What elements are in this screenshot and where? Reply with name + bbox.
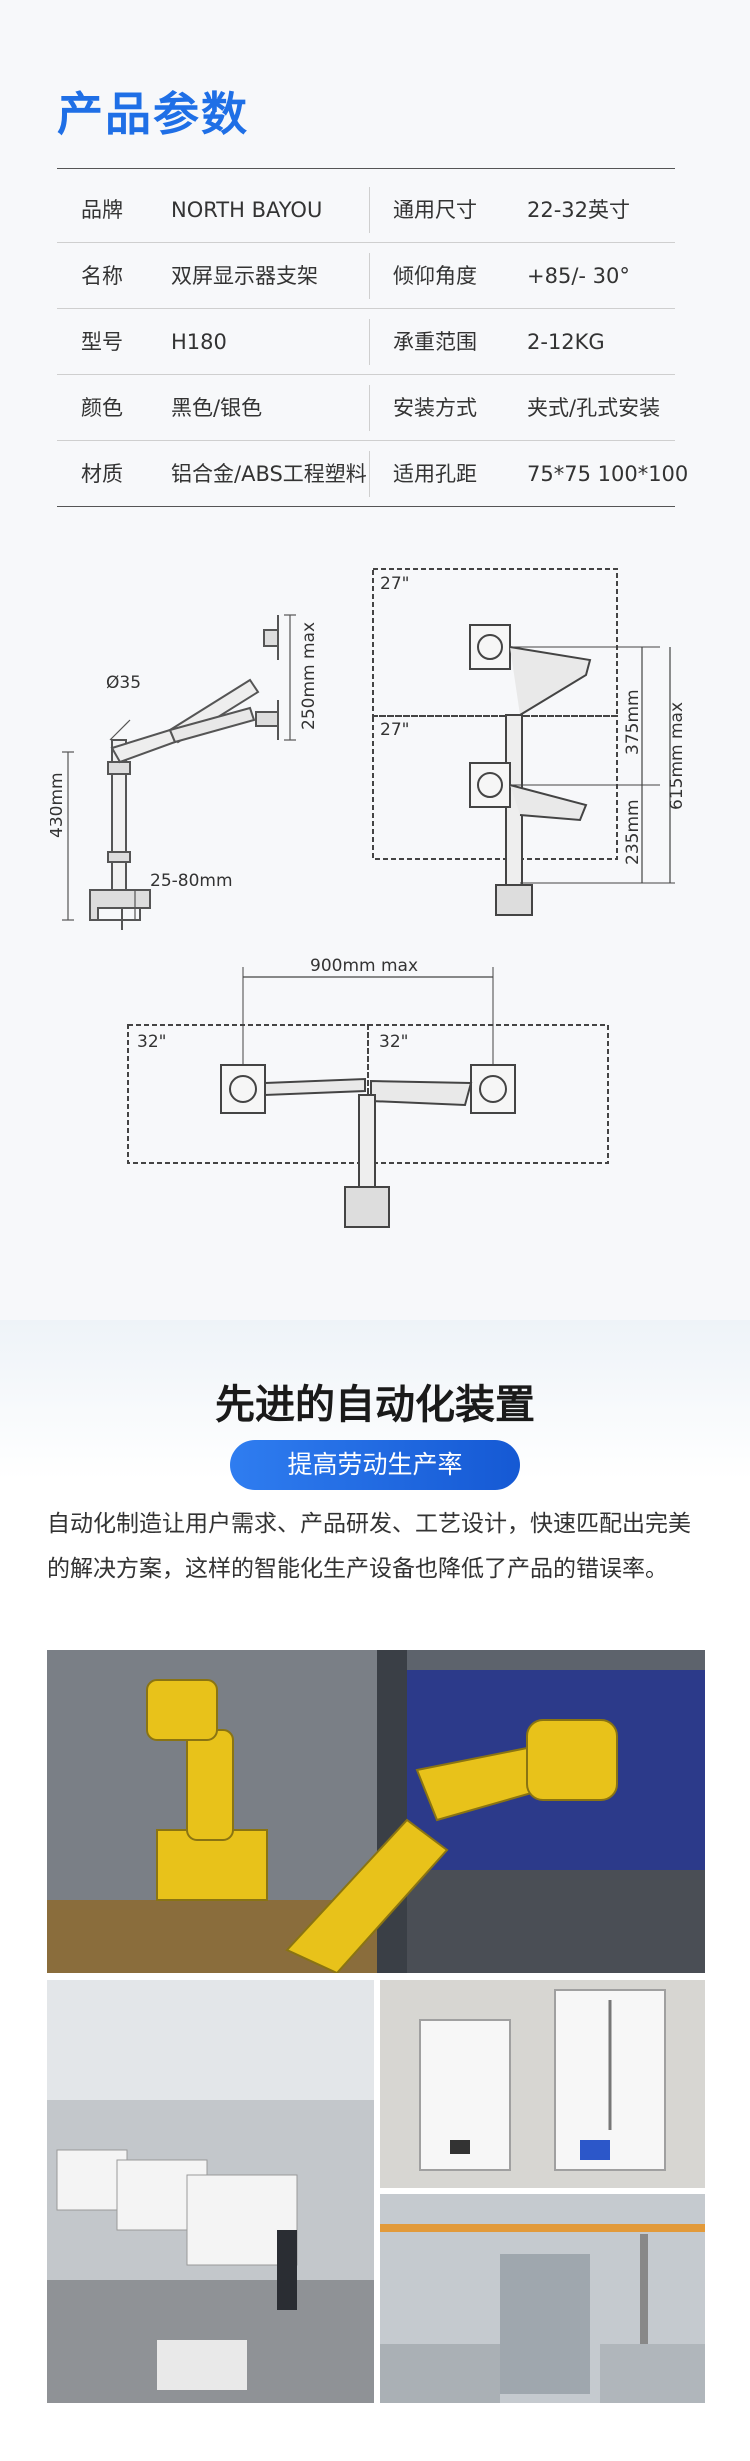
spec-key: 材质 [81,462,123,486]
robot-arm-photo [47,1650,705,1973]
automation-section: 先进的自动化装置 提高劳动生产率 自动化制造让用户需求、产品研发、工艺设计，快速… [0,1320,750,2461]
spec-value: +85/- 30° [527,264,630,288]
spec-key: 颜色 [81,396,123,420]
column-divider [369,253,370,299]
stacked-view-diagram: 27" 27" 375mm 235mm 615mm max [370,565,690,925]
spec-value: 夹式/孔式安装 [527,396,661,420]
wide-view-diagram: 900mm max 32" 32" [125,955,615,1235]
production-line-photo [47,1980,374,2403]
clamp-label: 25-80mm [150,871,233,891]
side-view-diagram: Ø35 430mm 250mm max 25-80mm [50,590,350,930]
diameter-label: Ø35 [106,673,141,693]
spec-top-rule [57,168,675,169]
spec-value: 2-12KG [527,330,605,354]
spec-table: 品牌 NORTH BAYOU 通用尺寸 22-32英寸 名称 双屏显示器支架 倾… [57,177,688,507]
spec-key: 通用尺寸 [393,198,477,222]
spec-value: H180 [171,330,227,354]
spec-row: 材质 铝合金/ABS工程塑料 适用孔距 75*75 100*100 [57,441,688,507]
height-label: 430mm [50,772,67,838]
spec-value: 22-32英寸 [527,198,631,222]
productivity-badge: 提高劳动生产率 [230,1440,520,1490]
spec-key: 安装方式 [393,396,477,420]
testing-machine-photo [380,1980,705,2188]
spec-value: 黑色/银色 [171,396,263,420]
spec-key: 承重范围 [393,330,477,354]
lower-height-label: 235mm [623,799,643,865]
right-monitor-size: 32" [379,1032,408,1052]
spec-title: 产品参数 [57,87,249,141]
spec-key: 适用孔距 [393,462,477,486]
spec-row: 品牌 NORTH BAYOU 通用尺寸 22-32英寸 [57,177,675,243]
spec-section: 产品参数 品牌 NORTH BAYOU 通用尺寸 22-32英寸 名称 双屏显示… [50,87,690,1235]
spec-row: 型号 H180 承重范围 2-12KG [57,309,675,375]
spec-value: NORTH BAYOU [171,198,323,222]
spec-value: 铝合金/ABS工程塑料 [171,462,367,486]
arm-max-label: 250mm max [299,622,319,730]
spec-key: 名称 [81,264,123,288]
spec-key: 倾仰角度 [393,264,477,288]
spec-row: 名称 双屏显示器支架 倾仰角度 +85/- 30° [57,243,675,309]
bottom-monitor-size: 27" [380,720,409,740]
spec-value: 75*75 100*100 [527,462,689,486]
column-divider [369,319,370,365]
automation-description: 自动化制造让用户需求、产品研发、工艺设计，快速匹配出完美的解决方案，这样的智能化… [47,1511,691,1582]
column-divider [369,187,370,233]
width-label: 900mm max [310,956,418,976]
spray-line-photo [380,2194,705,2403]
spec-key: 型号 [81,330,123,354]
top-monitor-size: 27" [380,574,409,594]
spec-value: 双屏显示器支架 [171,264,318,288]
spec-row: 颜色 黑色/银色 安装方式 夹式/孔式安装 [57,375,675,441]
column-divider [369,451,370,497]
column-divider [369,385,370,431]
automation-title: 先进的自动化装置 [215,1382,535,1428]
upper-height-label: 375mm [623,689,643,755]
left-monitor-size: 32" [137,1032,166,1052]
spec-key: 品牌 [81,198,123,222]
total-height-label: 615mm max [667,702,687,810]
